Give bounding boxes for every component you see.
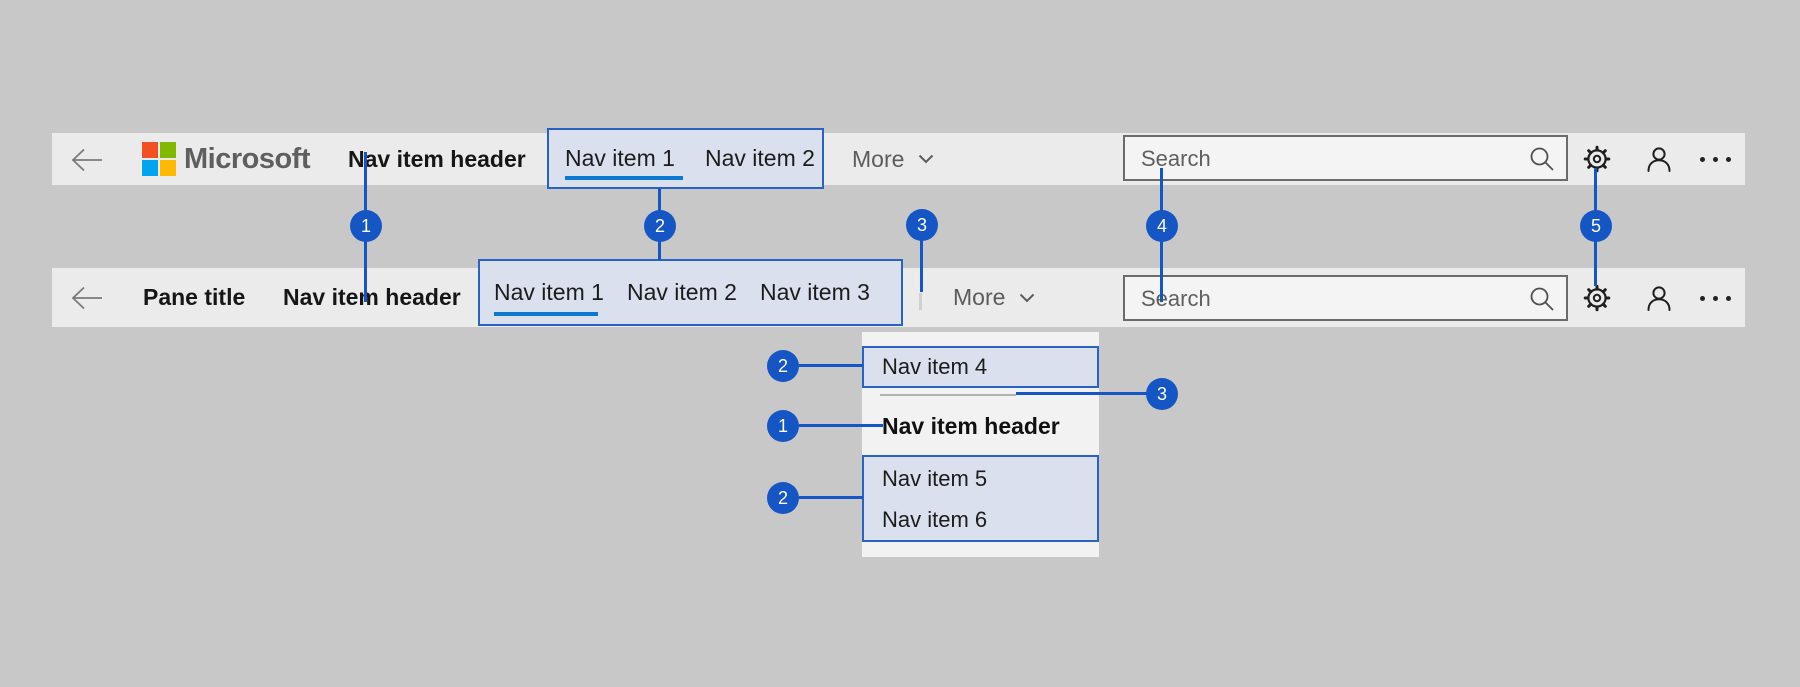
logo-square-red	[142, 142, 158, 158]
pane-account-button[interactable]	[1645, 284, 1673, 317]
callout-badge-menu-2b: 2	[767, 482, 799, 514]
back-button[interactable]	[70, 147, 104, 178]
callout-badge-menu-2a: 2	[767, 350, 799, 382]
menu-item-4[interactable]: Nav item 4	[882, 354, 988, 379]
microsoft-wordmark[interactable]: Microsoft	[184, 143, 311, 175]
callout-line-menu-2a	[799, 364, 863, 367]
top-search-box	[1123, 135, 1568, 181]
menu-separator	[880, 394, 1016, 396]
magnifier-icon[interactable]	[1528, 285, 1556, 318]
chevron-down-icon	[917, 153, 935, 165]
person-icon	[1645, 147, 1673, 177]
callout-badge-menu-3: 3	[1146, 378, 1178, 410]
chevron-down-icon	[1018, 292, 1036, 304]
top-nav-item-header[interactable]: Nav item header	[348, 146, 526, 172]
logo-square-blue	[142, 160, 158, 176]
ellipsis-icon	[1713, 296, 1718, 301]
top-nav-item-1[interactable]: Nav item 1	[565, 145, 675, 171]
pane-settings-button[interactable]	[1582, 283, 1612, 318]
back-arrow-icon	[70, 148, 104, 177]
callout-line-menu-2b	[799, 496, 863, 499]
pane-search-input[interactable]	[1139, 277, 1523, 321]
top-nav-item-2[interactable]: Nav item 2	[705, 145, 815, 171]
ellipsis-icon	[1713, 157, 1718, 162]
top-settings-button[interactable]	[1582, 144, 1612, 179]
top-search-input[interactable]	[1139, 137, 1523, 181]
pane-more-options-button[interactable]	[1700, 296, 1731, 301]
annotation-box-menu-items-5-6: Nav item 5 Nav item 6	[862, 455, 1099, 542]
top-more-label: More	[852, 145, 905, 172]
pane-nav-item-header[interactable]: Nav item header	[283, 284, 461, 310]
pane-search-box	[1123, 275, 1568, 321]
gear-icon	[1582, 145, 1612, 178]
pane-nav-item-3[interactable]: Nav item 3	[760, 279, 870, 305]
callout-badge-5: 5	[1580, 210, 1612, 242]
ellipsis-icon	[1726, 296, 1731, 301]
annotation-box-pane-nav-items: Nav item 1 Nav item 2 Nav item 3	[478, 259, 903, 326]
ellipsis-icon	[1726, 157, 1731, 162]
selected-tab-underline	[565, 176, 683, 180]
callout-badge-menu-1: 1	[767, 410, 799, 442]
pane-more-label: More	[953, 284, 1006, 310]
logo-square-yellow	[160, 160, 176, 176]
person-icon	[1645, 286, 1673, 316]
microsoft-logo[interactable]	[142, 142, 176, 176]
callout-badge-2: 2	[644, 210, 676, 242]
top-command-bar: Microsoft Nav item header More	[52, 133, 1745, 185]
logo-square-green	[160, 142, 176, 158]
pane-nav-item-2[interactable]: Nav item 2	[627, 279, 737, 305]
callout-badge-1: 1	[350, 210, 382, 242]
callout-line-menu-3	[1016, 392, 1147, 395]
callout-line-3	[920, 226, 923, 292]
pane-back-button[interactable]	[70, 285, 104, 316]
callout-badge-4: 4	[1146, 210, 1178, 242]
pane-title: Pane title	[143, 284, 246, 310]
annotation-box-top-nav-items: Nav item 1 Nav item 2	[547, 128, 824, 189]
ellipsis-icon	[1700, 157, 1705, 162]
menu-item-5[interactable]: Nav item 5	[882, 466, 988, 491]
top-more-options-button[interactable]	[1700, 157, 1731, 162]
microsoft-logo-icon	[142, 142, 176, 176]
menu-item-6[interactable]: Nav item 6	[882, 507, 988, 532]
selected-tab-underline	[494, 312, 598, 316]
pane-nav-item-1[interactable]: Nav item 1	[494, 279, 604, 305]
callout-line-menu-1	[799, 424, 883, 427]
top-more-button[interactable]: More	[852, 133, 935, 185]
top-account-button[interactable]	[1645, 145, 1673, 178]
annotation-box-menu-item-4: Nav item 4	[862, 346, 1099, 388]
ellipsis-icon	[1700, 296, 1705, 301]
gear-icon	[1582, 284, 1612, 317]
pane-more-button[interactable]: More	[953, 268, 1036, 327]
back-arrow-icon	[70, 286, 104, 315]
callout-badge-3: 3	[906, 209, 938, 241]
nav-divider	[919, 293, 922, 310]
menu-nav-item-header: Nav item header	[882, 413, 1060, 439]
magnifier-icon[interactable]	[1528, 145, 1556, 178]
